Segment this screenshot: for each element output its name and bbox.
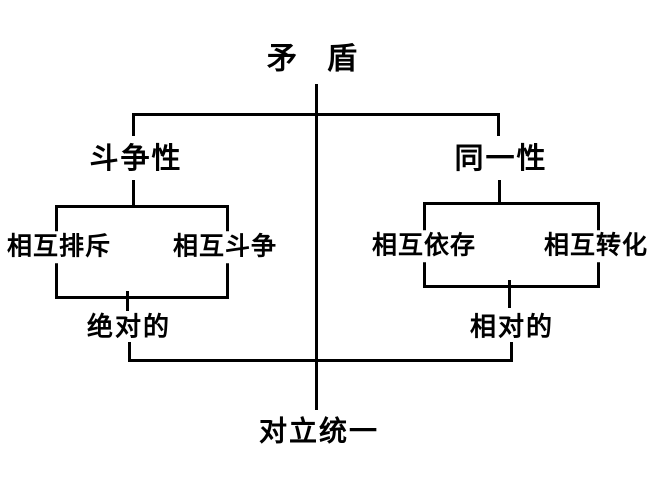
right-nature-label: 相对的 (467, 311, 555, 342)
top-branch-line (132, 113, 500, 116)
left-nature-label: 绝对的 (84, 311, 172, 342)
top-branch-right-tick (497, 113, 500, 136)
top-branch-left-tick (132, 113, 135, 136)
left-branch-stub (132, 180, 135, 206)
bottom-label: 对立统一 (258, 415, 380, 447)
right-branch-label: 同一性 (454, 143, 548, 176)
left-branch-label: 斗争性 (89, 143, 183, 176)
bottom-bracket-right-tick (510, 342, 513, 362)
right-box-item-1: 相互依存 (368, 230, 480, 262)
bottom-bracket-line (128, 359, 513, 362)
left-box-bottom-stub (126, 291, 129, 311)
diagram-title: 矛盾 (267, 42, 387, 76)
right-branch-stub (498, 180, 501, 203)
right-box-bottom-stub (508, 280, 511, 308)
bottom-bracket-left-tick (128, 342, 131, 362)
left-box-item-1: 相互排斥 (3, 231, 115, 263)
center-spine-line (315, 84, 318, 410)
right-box-item-2: 相互转化 (540, 230, 652, 262)
left-box-item-2: 相互斗争 (169, 231, 281, 263)
